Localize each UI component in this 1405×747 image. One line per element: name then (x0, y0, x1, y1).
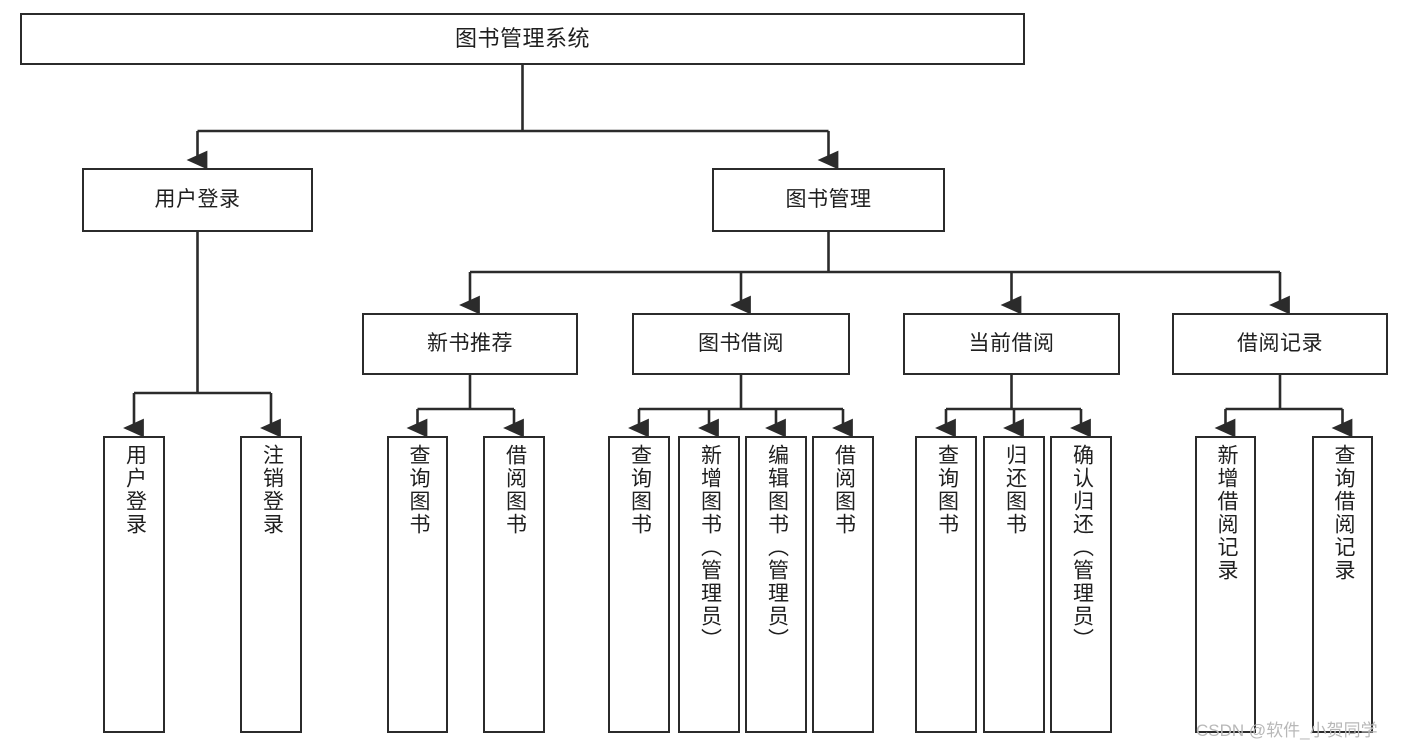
node-leaf-query-record[interactable]: 查询借阅记录 (1312, 436, 1373, 733)
node-borrow-record[interactable]: 借阅记录 (1172, 313, 1388, 375)
node-root-label: 图书管理系统 (454, 25, 590, 51)
node-book-manage-label: 图书管理 (785, 188, 872, 212)
node-leaf-return-book[interactable]: 归还图书 (983, 436, 1045, 733)
node-leaf-edit-book-label: 编辑图书（管理员） (765, 444, 789, 651)
node-user-login-label: 用户登录 (154, 188, 241, 212)
node-leaf-return-book-label: 归还图书 (1003, 444, 1027, 536)
node-leaf-add-record-label: 新增借阅记录 (1214, 444, 1238, 582)
node-leaf-borrow-book-1-label: 借阅图书 (503, 444, 527, 536)
node-new-book-recommend[interactable]: 新书推荐 (362, 313, 578, 375)
node-leaf-confirm-return[interactable]: 确认归还（管理员） (1050, 436, 1112, 733)
node-leaf-borrow-book-2[interactable]: 借阅图书 (812, 436, 874, 733)
node-leaf-query-book-2-label: 查询图书 (628, 444, 652, 536)
node-new-book-recommend-label: 新书推荐 (427, 332, 513, 356)
node-leaf-add-record[interactable]: 新增借阅记录 (1195, 436, 1256, 733)
node-book-borrow-label: 图书借阅 (698, 332, 784, 356)
node-current-borrow[interactable]: 当前借阅 (903, 313, 1120, 375)
node-leaf-logout-label: 注销登录 (260, 444, 284, 536)
node-leaf-query-book-2[interactable]: 查询图书 (608, 436, 670, 733)
node-leaf-logout[interactable]: 注销登录 (240, 436, 302, 733)
node-book-borrow[interactable]: 图书借阅 (632, 313, 850, 375)
node-leaf-query-book-1-label: 查询图书 (406, 444, 430, 536)
node-leaf-borrow-book-1[interactable]: 借阅图书 (483, 436, 545, 733)
csdn-watermark: CSDN @软件_小贺同学 (1196, 721, 1378, 740)
node-user-login[interactable]: 用户登录 (82, 168, 313, 232)
node-leaf-edit-book[interactable]: 编辑图书（管理员） (745, 436, 807, 733)
node-borrow-record-label: 借阅记录 (1237, 332, 1323, 356)
node-leaf-borrow-book-2-label: 借阅图书 (832, 444, 856, 536)
node-leaf-user-login-label: 用户登录 (123, 444, 147, 536)
node-leaf-add-book[interactable]: 新增图书（管理员） (678, 436, 740, 733)
node-leaf-query-book-1[interactable]: 查询图书 (387, 436, 448, 733)
node-leaf-query-book-3-label: 查询图书 (935, 444, 959, 536)
node-leaf-query-book-3[interactable]: 查询图书 (915, 436, 977, 733)
node-leaf-add-book-label: 新增图书（管理员） (698, 444, 722, 651)
node-leaf-confirm-return-label: 确认归还（管理员） (1070, 444, 1094, 651)
node-root[interactable]: 图书管理系统 (20, 13, 1025, 65)
node-leaf-query-record-label: 查询借阅记录 (1331, 444, 1355, 582)
node-current-borrow-label: 当前借阅 (968, 332, 1055, 356)
node-book-manage[interactable]: 图书管理 (712, 168, 945, 232)
node-leaf-user-login[interactable]: 用户登录 (103, 436, 165, 733)
